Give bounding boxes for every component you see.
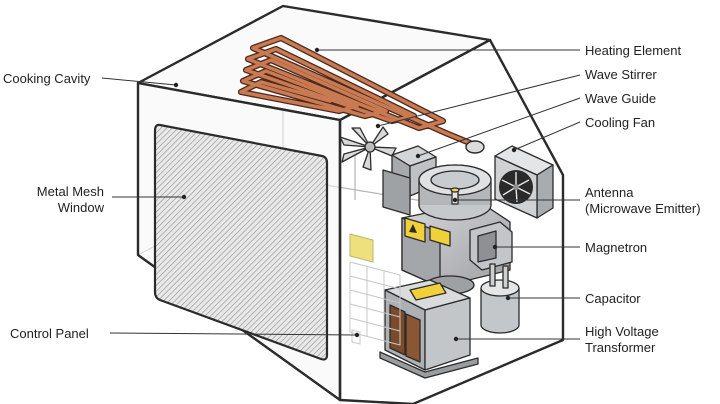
cooling-fan — [494, 145, 554, 219]
label-transformer-line1: High Voltage — [585, 324, 659, 339]
high-voltage-transformer — [379, 279, 479, 379]
label-antenna-line2: (Microwave Emitter) — [585, 201, 701, 216]
label-window-line2: Window — [58, 200, 105, 215]
control-panel — [349, 233, 401, 346]
label-antenna-line1: Antenna — [585, 185, 634, 200]
label-heating-element: Heating Element — [585, 43, 681, 58]
label-wave-stirrer: Wave Stirrer — [585, 67, 657, 82]
metal-mesh-window — [153, 123, 329, 361]
label-cooking-cavity: Cooking Cavity — [3, 71, 91, 86]
label-transformer-line2: Transformer — [585, 340, 656, 355]
labels: Heating Element Wave Stirrer Wave Guide … — [3, 43, 701, 355]
label-magnetron: Magnetron — [585, 240, 647, 255]
housing-right-face — [338, 38, 565, 404]
label-control-panel: Control Panel — [10, 326, 89, 341]
label-capacitor: Capacitor — [585, 291, 641, 306]
leader-lines — [101, 47, 581, 342]
antenna — [450, 187, 460, 205]
magnetron — [401, 164, 513, 295]
label-window-line1: Metal Mesh — [37, 184, 104, 199]
wave-stirrer — [339, 126, 397, 171]
label-wave-guide: Wave Guide — [585, 91, 656, 106]
heating-element — [237, 34, 485, 154]
label-cooling-fan: Cooling Fan — [585, 115, 655, 130]
